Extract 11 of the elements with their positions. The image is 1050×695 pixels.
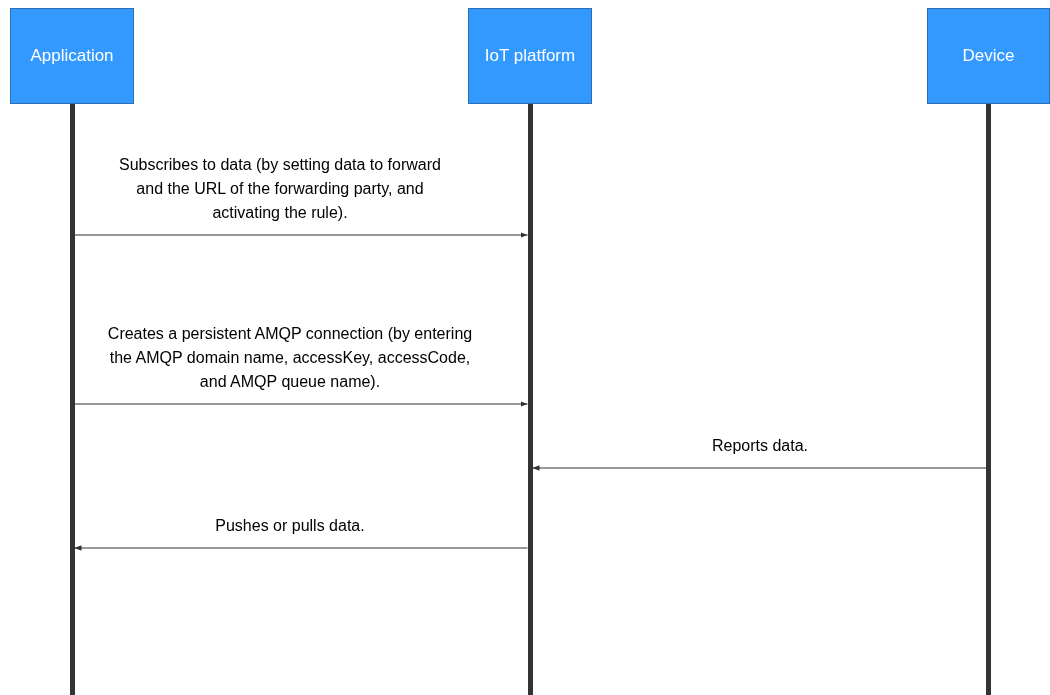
message-label: Creates a persistent AMQP connection (by entering the AMQP domain name, accessKey, accessCode, and AMQP queue name). xyxy=(106,324,474,392)
message-arrow xyxy=(531,465,987,471)
participant-box: Application xyxy=(10,8,134,104)
message-arrow xyxy=(73,401,529,407)
message-arrow xyxy=(73,545,529,551)
participant-box: IoT platform xyxy=(468,8,592,104)
message-label: Subscribes to data (by setting data to forward and the URL of the forwarding party, and activating the rule). xyxy=(118,155,442,223)
participant-box: Device xyxy=(927,8,1050,104)
message-label: Reports data. xyxy=(710,436,810,456)
message-label: Pushes or pulls data. xyxy=(214,516,366,536)
message-arrow xyxy=(73,232,529,238)
